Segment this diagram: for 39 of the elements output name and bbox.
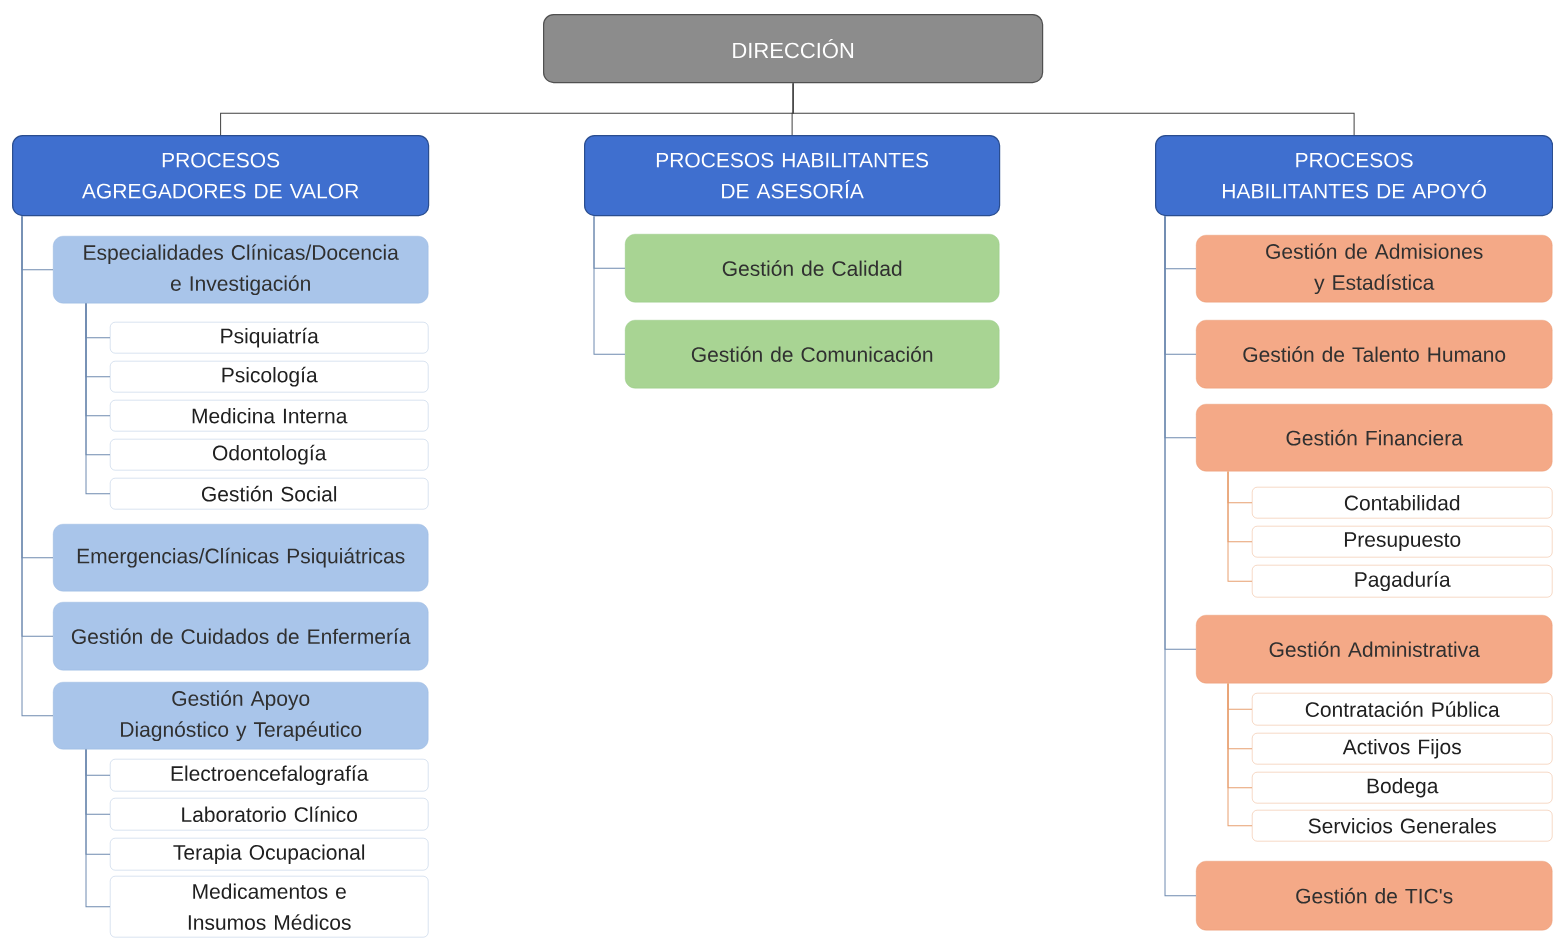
process-box: Gestión de Calidad — [625, 234, 1000, 303]
process-box: Emergencias/Clínicas Psiquiátricas — [53, 524, 429, 592]
process-box: PROCESOS HABILITANTES DE APOYÓ — [1155, 135, 1553, 217]
process-box: DIRECCIÓN — [543, 14, 1044, 84]
process-box: Gestión de Talento Humano — [1196, 320, 1553, 389]
connector-line — [1227, 682, 1253, 827]
process-box: Electroencefalografía — [110, 759, 429, 792]
process-box: Gestión Apoyo Diagnóstico y Terapéutico — [53, 682, 429, 750]
process-box: Gestión de Comunicación — [625, 320, 1000, 389]
process-box: Gestión de Cuidados de Enfermería — [53, 602, 429, 671]
connector-line — [85, 302, 111, 495]
process-box: Medicina Interna — [110, 400, 429, 432]
connector-line — [593, 215, 626, 355]
process-box: Odontología — [110, 439, 429, 471]
process-box: Contabilidad — [1252, 487, 1553, 519]
process-box: Pagaduría — [1252, 565, 1553, 598]
process-box: Activos Fijos — [1252, 733, 1553, 765]
process-box: Especialidades Clínicas/Docencia e Investigación — [53, 236, 429, 304]
process-box: Psicología — [110, 361, 429, 393]
connector-line — [21, 215, 54, 717]
connector-line — [1227, 470, 1253, 582]
connector-line — [792, 82, 1355, 136]
process-box: Gestión Administrativa — [1196, 615, 1553, 684]
connector-line — [1164, 215, 1197, 897]
process-box: Terapia Ocupacional — [110, 838, 429, 871]
process-box: PROCESOS HABILITANTES DE ASESORÍA — [584, 135, 1001, 217]
process-box: Gestión de TIC's — [1196, 861, 1553, 931]
process-box: Contratación Pública — [1252, 693, 1553, 726]
process-box: Laboratorio Clínico — [110, 798, 429, 831]
process-box: Gestión Financiera — [1196, 404, 1553, 472]
process-box: Gestión Social — [110, 478, 429, 510]
process-box: Servicios Generales — [1252, 810, 1553, 842]
connector-line — [85, 748, 111, 908]
process-box: PROCESOS AGREGADORES DE VALOR — [12, 135, 430, 217]
process-box: Gestión de Admisiones y Estadística — [1196, 235, 1553, 303]
process-box: Presupuesto — [1252, 526, 1553, 558]
process-box: Medicamentos e Insumos Médicos — [110, 876, 429, 938]
process-box: Psiquiatría — [110, 322, 429, 354]
process-box: Bodega — [1252, 772, 1553, 804]
